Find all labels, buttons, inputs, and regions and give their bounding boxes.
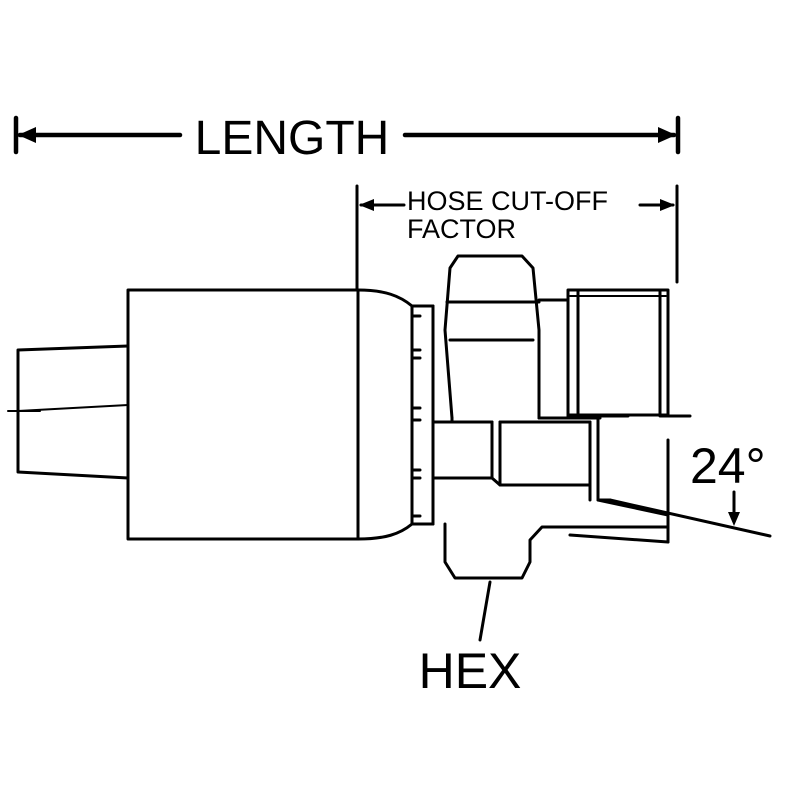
nut-body	[537, 288, 670, 420]
hose	[16, 344, 130, 480]
length-dimension: LENGTH	[13, 112, 681, 165]
length-label: LENGTH	[195, 112, 390, 165]
cutoff-arrow-right	[660, 199, 675, 211]
socket	[126, 288, 435, 541]
stem-grooves	[410, 304, 435, 526]
seat-cone	[568, 414, 692, 544]
angle-label: 24°	[690, 438, 766, 494]
angle-indicator: 24°	[608, 438, 772, 538]
hose-cutoff-label-line2: FACTOR	[407, 214, 516, 244]
hex-leader: HEX	[419, 580, 522, 699]
stem-tube	[431, 420, 494, 480]
cutoff-arrow-left	[359, 199, 374, 211]
angle-arrow	[728, 512, 740, 526]
hex-label: HEX	[419, 643, 522, 699]
hose-cutoff-dimension: HOSE CUT-OFF FACTOR	[355, 184, 679, 292]
hex-nut	[443, 254, 572, 580]
length-arrow-left	[18, 127, 36, 143]
stem-nose	[490, 420, 592, 487]
hose-cutoff-label-line1: HOSE CUT-OFF	[407, 186, 608, 216]
length-arrow-right	[658, 127, 676, 143]
